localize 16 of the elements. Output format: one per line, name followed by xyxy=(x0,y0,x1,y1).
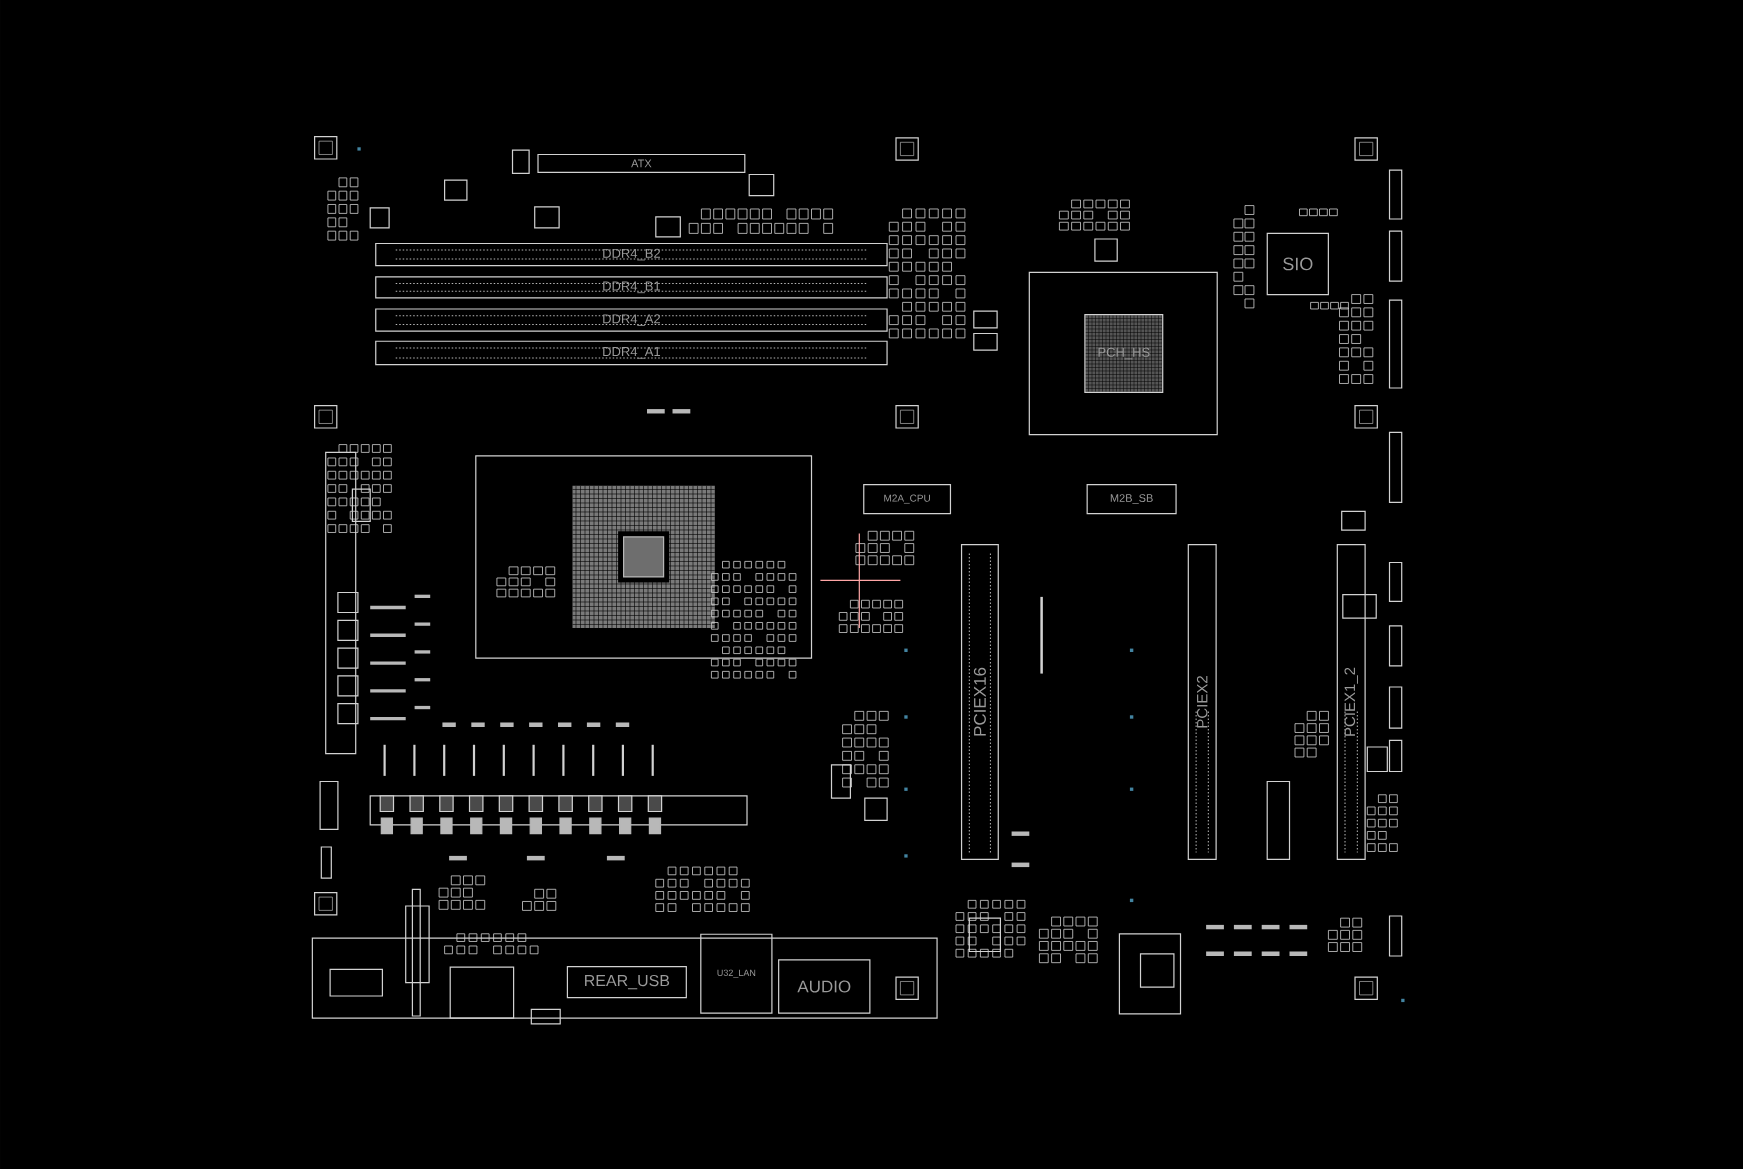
expansion-slot: PCIEX2 xyxy=(1187,544,1217,860)
chip-outline: PCH_HS xyxy=(1084,313,1164,393)
connector-outline: ATX xyxy=(537,153,746,173)
io-panel-outline xyxy=(311,937,938,1019)
port-outline: AUDIO xyxy=(778,959,871,1014)
port-outline: REAR_USB xyxy=(566,965,687,999)
expansion-slot: PCIEX16 xyxy=(960,544,999,860)
memory-slot: DDR4_B1 xyxy=(375,276,888,299)
expansion-slot: PCIEX1_2 xyxy=(1336,544,1366,860)
memory-slot: DDR4_A2 xyxy=(375,308,888,332)
m2-slot: M2B_SB xyxy=(1086,484,1177,515)
memory-slot: DDR4_A1 xyxy=(375,340,888,366)
chip-outline: SIO xyxy=(1266,232,1329,296)
m2-slot: M2A_CPU xyxy=(863,484,952,515)
memory-slot: DDR4_B2 xyxy=(375,242,888,267)
port-outline: U32_LAN xyxy=(700,933,773,1014)
